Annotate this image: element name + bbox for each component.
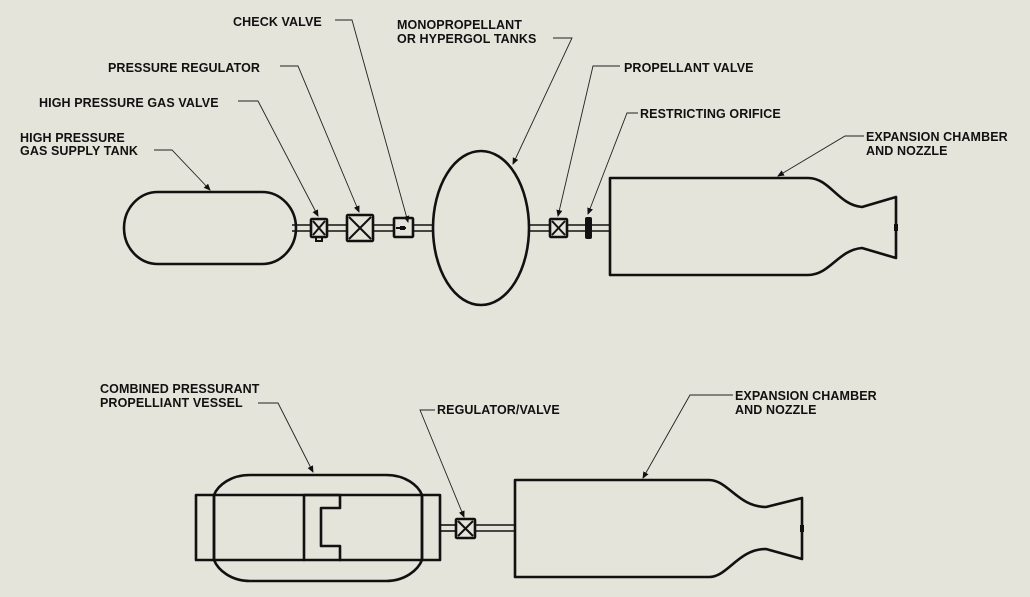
check-valve xyxy=(392,216,415,239)
label-restricting-orifice: RESTRICTING ORIFICE xyxy=(640,107,781,121)
expansion-chamber-nozzle xyxy=(608,176,898,277)
label-propellant-valve: PROPELLANT VALVE xyxy=(624,61,754,75)
label-propellant-tanks-line1: MONOPROPELLANT xyxy=(397,18,522,32)
propellant-tank xyxy=(431,149,531,307)
label-hp-gas-tank-line1: HIGH PRESSURE xyxy=(20,131,125,145)
combined-vessel-right-cap xyxy=(420,493,442,562)
label-expansion-chamber-bottom-line1: EXPANSION CHAMBER xyxy=(735,389,877,403)
top-system: CHECK VALVE PRESSURE REGULATOR HIGH PRES… xyxy=(20,15,1008,307)
bottom-system: COMBINED PRESSURANT PROPELLIANT VESSEL R… xyxy=(100,382,877,583)
nozzle-exit-marker xyxy=(894,224,898,231)
leader-lines-top xyxy=(154,19,864,223)
label-combined-vessel-line2: PROPELLIANT VESSEL xyxy=(100,396,243,410)
pipe-gas-line xyxy=(292,224,432,232)
label-check-valve: CHECK VALVE xyxy=(233,15,322,29)
pipe-bottom xyxy=(440,524,515,532)
expansion-chamber-nozzle-bottom xyxy=(513,478,804,579)
label-propellant-tanks-line2: OR HYPERGOL TANKS xyxy=(397,32,536,46)
restricting-orifice xyxy=(585,217,592,239)
label-expansion-chamber-bottom-line2: AND NOZZLE xyxy=(735,403,817,417)
hp-gas-valve xyxy=(309,217,329,242)
label-pressure-regulator: PRESSURE REGULATOR xyxy=(108,61,260,75)
regulator-valve xyxy=(454,517,477,540)
label-hp-gas-tank-line2: GAS SUPPLY TANK xyxy=(20,144,138,158)
pressure-regulator xyxy=(345,213,375,243)
label-regulator-valve: REGULATOR/VALVE xyxy=(437,403,560,417)
pipe-propellant-line xyxy=(529,224,610,232)
label-hp-gas-valve: HIGH PRESSURE GAS VALVE xyxy=(39,96,219,110)
label-expansion-chamber-top-line2: AND NOZZLE xyxy=(866,144,948,158)
propellant-valve xyxy=(548,217,569,239)
label-expansion-chamber-top-line1: EXPANSION CHAMBER xyxy=(866,130,1008,144)
combined-vessel-shell xyxy=(212,473,424,583)
nozzle-exit-marker-bottom xyxy=(800,525,804,532)
piston xyxy=(302,493,342,562)
combined-vessel-left-cap xyxy=(194,493,216,562)
label-combined-vessel-line1: COMBINED PRESSURANT xyxy=(100,382,260,396)
leader-lines-bottom xyxy=(258,394,733,518)
hp-gas-supply-tank xyxy=(122,190,298,266)
